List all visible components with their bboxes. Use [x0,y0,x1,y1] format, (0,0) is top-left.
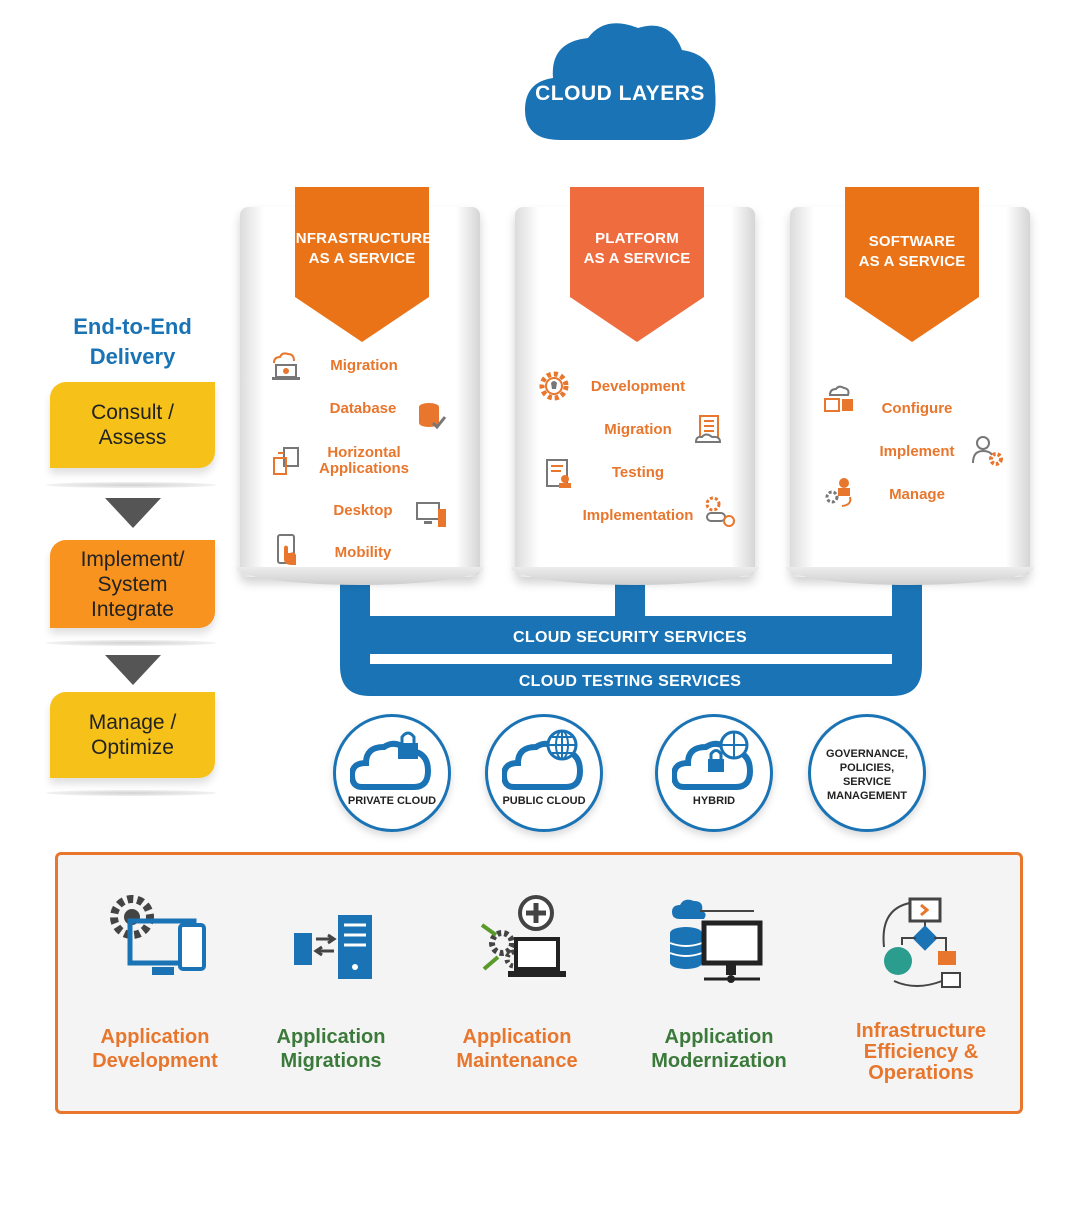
cloud-lock-icon [350,731,432,790]
building-cloud-icon [694,415,722,443]
manage-cycle-icon [825,478,852,507]
iaas-item-desktop: Desktop [333,502,393,519]
ribbon [295,187,429,342]
cloud-config-icon [824,385,853,412]
cloud-type-label: GOVERNANCE, POLICIES, SERVICE MANAGEMENT [826,748,908,802]
test-report-icon [546,459,571,488]
paas-item-testing: Testing [611,464,665,481]
offering-app-maintenance: Application Maintenance [432,895,602,1072]
cloud-testing-services: CLOUD TESTING SERVICES [518,673,742,690]
scroll-roll [236,567,484,585]
offerings-panel: Application Development Application Migr… [55,852,1023,1114]
paas-item-development: Development [590,378,686,395]
cloud-globe-icon [502,729,584,790]
cloud-type-private: PRIVATE CLOUD [333,714,451,832]
gear-bulb-icon [539,371,569,401]
database-check-icon [419,403,447,430]
saas-item-implement: Implement [879,443,955,460]
paas-item-implementation: Implementation [582,507,694,524]
layer-title: INFRASTRUCTURE AS A SERVICE [291,230,433,267]
layer-iaas: INFRASTRUCTURE AS A SERVICE Migration Da… [236,187,484,585]
server-transfer-icon [294,915,372,979]
saas-item-manage: Manage [889,486,945,503]
cloud-security-services: CLOUD SECURITY SERVICES [513,629,747,646]
cloud-type-label: PUBLIC CLOUD [502,795,586,807]
step-shadow [46,790,216,796]
step-implement: Implement/ System Integrate [50,540,215,628]
down-arrow-icon [105,498,161,528]
saas-item-configure: Configure [881,400,953,417]
ribbon [845,187,979,342]
iaas-item-database: Database [329,400,397,417]
scroll-roll [786,567,1034,585]
step-shadow [46,640,216,646]
offering-infra-efficiency: Infrastructure Efficiency & Operations [836,895,1006,1084]
gear-flow-icon [705,496,735,527]
paas-item-migration: Migration [604,421,672,438]
horizontal-apps-icon [273,447,299,475]
layer-title: SOFTWARE AS A SERVICE [858,233,966,270]
down-arrow-icon [105,655,161,685]
step-manage-optimize: Manage / Optimize [50,692,215,778]
tools-laptop-icon [480,895,566,977]
offering-label: Application Development [92,1026,218,1072]
step-consult-assess: Consult / Assess [50,382,215,468]
offering-label: Infrastructure Efficiency & Operations [855,1020,987,1084]
offering-app-development: Application Development [70,895,240,1072]
cloud-type-governance: GOVERNANCE, POLICIES, SERVICE MANAGEMENT [808,714,926,832]
desktop-icon [416,502,446,527]
step-label: Consult / Assess [91,401,174,449]
offering-label: Application Maintenance [456,1026,578,1072]
layer-paas: PLATFORM AS A SERVICE Development Migrat… [511,187,759,585]
offering-label: Application Modernization [651,1026,787,1072]
layer-title: PLATFORM AS A SERVICE [583,230,691,267]
flowchart-icon [882,897,961,988]
iaas-item-horizontal-applications: Horizontal Applications [318,444,409,477]
iaas-item-migration: Migration [330,357,398,374]
service-bands [340,576,922,696]
mobile-touch-icon [277,534,296,565]
cloud-layers-cloud [525,23,716,140]
user-gear-icon [972,436,1003,466]
cloud-layers-title: CLOUD LAYERS [535,82,705,105]
cloud-laptop-icon [272,352,300,380]
cloud-type-hybrid: HYBRID [655,714,773,832]
cloud-type-label: HYBRID [692,795,736,807]
step-shadow [46,482,216,488]
cloud-lock-globe-icon [672,730,754,790]
scroll-roll [511,567,759,585]
offering-label: Application Migrations [276,1026,386,1072]
ribbon [570,187,704,342]
iaas-item-mobility: Mobility [334,544,392,561]
cloud-type-label: PRIVATE CLOUD [347,795,437,807]
step-label: Manage / Optimize [88,711,177,759]
layer-saas: SOFTWARE AS A SERVICE Configure Implemen… [786,187,1034,585]
step-label: Implement/ System Integrate [80,547,185,621]
gear-devices-icon [110,895,206,975]
cloud-database-monitor-icon [669,899,763,983]
offering-app-migrations: Application Migrations [246,895,416,1072]
cloud-type-public: PUBLIC CLOUD [485,714,603,832]
offering-app-modernization: Application Modernization [634,895,804,1072]
delivery-title: End-to-End Delivery [73,314,192,369]
